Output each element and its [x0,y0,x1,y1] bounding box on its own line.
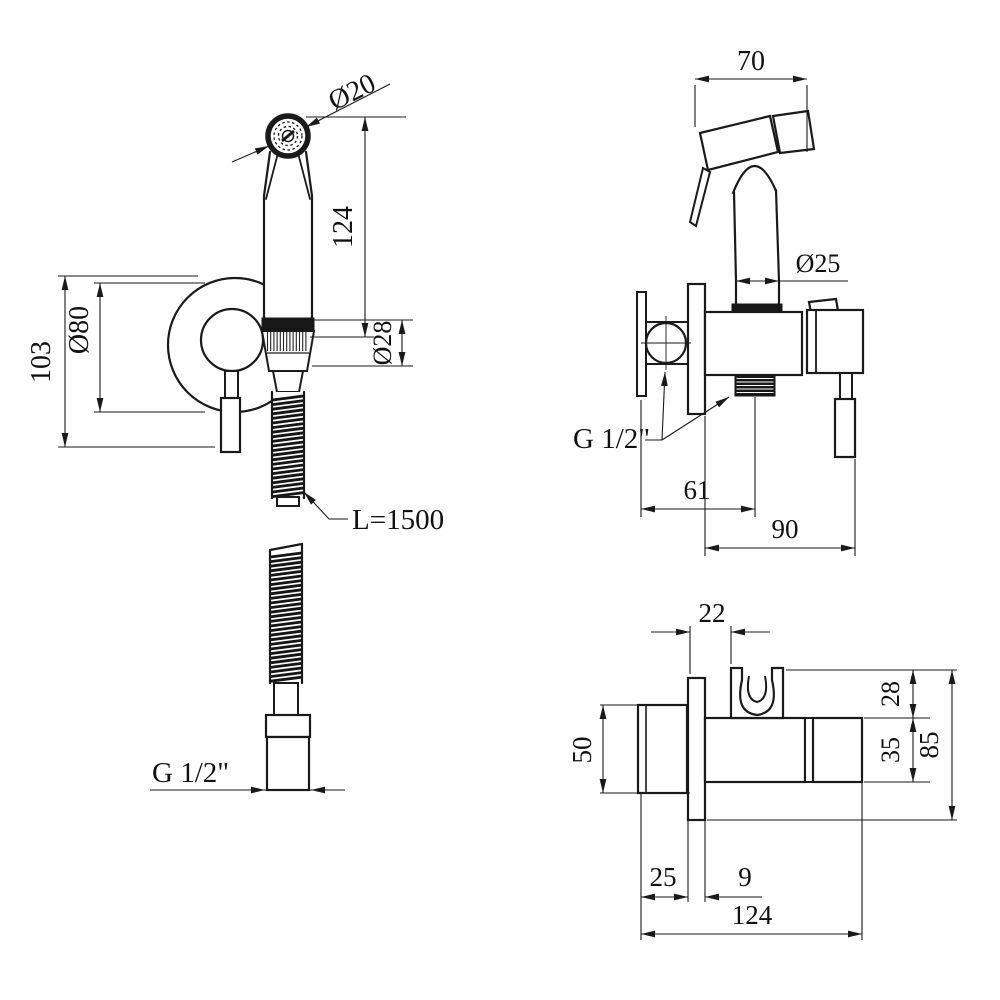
label-plate-thickness: 9 [738,862,752,892]
label-front-height: 124 [328,206,359,248]
trigger-lever [688,166,712,228]
nozzle-head [265,113,311,159]
dimension-outlet-offset: 61 [640,397,756,517]
label-inlet-width: 50 [567,737,597,764]
label-plate-diameter: Ø80 [64,306,95,354]
shower-holder-front [260,317,316,393]
hose-end-connector [264,682,312,792]
dimension-plate-diameter: Ø80 [64,282,205,413]
label-hose-length: L=1500 [352,504,444,536]
dimension-nozzle-diameter: Ø20 [231,68,391,163]
wall-plate-top [686,676,707,822]
label-plate-height: 103 [26,341,57,383]
top-view: 22 28 35 85 50 [567,598,957,940]
label-handle-diameter: Ø25 [796,249,841,278]
dimension-inlet-width: 50 [567,704,690,794]
dimension-inlet-thread: G 1/2" [573,371,730,455]
label-head-width: 70 [737,46,765,77]
front-view: Ø20 124 Ø28 103 Ø80 [26,68,444,794]
label-body-depth: 90 [772,514,799,544]
dimension-plate-height: 103 [26,275,215,448]
holder-bracket-side [805,297,865,459]
lever-handle [219,370,242,454]
valve-body-side [703,310,804,377]
shower-hose-upper [270,390,306,507]
nozzle-slot [281,129,295,143]
hose-coupling [271,370,305,393]
dimension-front-height: 124 [306,116,406,338]
wall-plate-side [686,282,707,416]
dimension-holder-diameter: Ø28 [312,319,413,367]
label-clip-depth: 28 [876,681,905,707]
dimension-hose-thread: G 1/2" [150,757,345,794]
label-clip-offset: 22 [699,598,726,628]
threaded-outlet [734,374,776,397]
shower-hose-lower [264,542,312,792]
handle-block-top [811,716,864,784]
sprayer-body-front [262,150,314,320]
dimension-clip-offset: 22 [651,598,770,674]
handle-dome [731,164,778,195]
joint-strip [804,717,814,783]
dimension-right-stack: 28 35 85 [707,669,957,821]
label-inlet-length: 25 [650,862,677,892]
label-outlet-offset: 61 [684,475,711,505]
label-holder-diameter: Ø28 [368,321,397,366]
control-knob [199,307,265,373]
dimension-handle-diameter: Ø25 [736,249,848,285]
holder-clip-top [729,666,785,720]
dimension-bottom-stack: 25 9 124 [640,783,863,940]
label-total-width: 124 [732,900,773,930]
label-nozzle-diameter: Ø20 [324,68,381,117]
dimension-head-width: 70 [694,46,808,152]
handle-base-cap [731,303,783,313]
label-inlet-thread: G 1/2" [573,423,650,455]
valve-body-top [703,716,807,784]
sprayer-head-side [688,109,816,313]
dimension-body-depth: 90 [704,416,856,556]
dimension-hose-length: L=1500 [303,491,444,536]
label-body-depth-top: 35 [876,737,905,763]
holder-knob [833,397,857,459]
label-hose-thread: G 1/2" [152,757,229,789]
wall-fixing-bar [636,291,647,397]
label-total-depth: 85 [914,732,944,759]
holder-pin [839,372,853,400]
side-view: 70 Ø25 G 1/2" 61 90 [573,46,865,556]
